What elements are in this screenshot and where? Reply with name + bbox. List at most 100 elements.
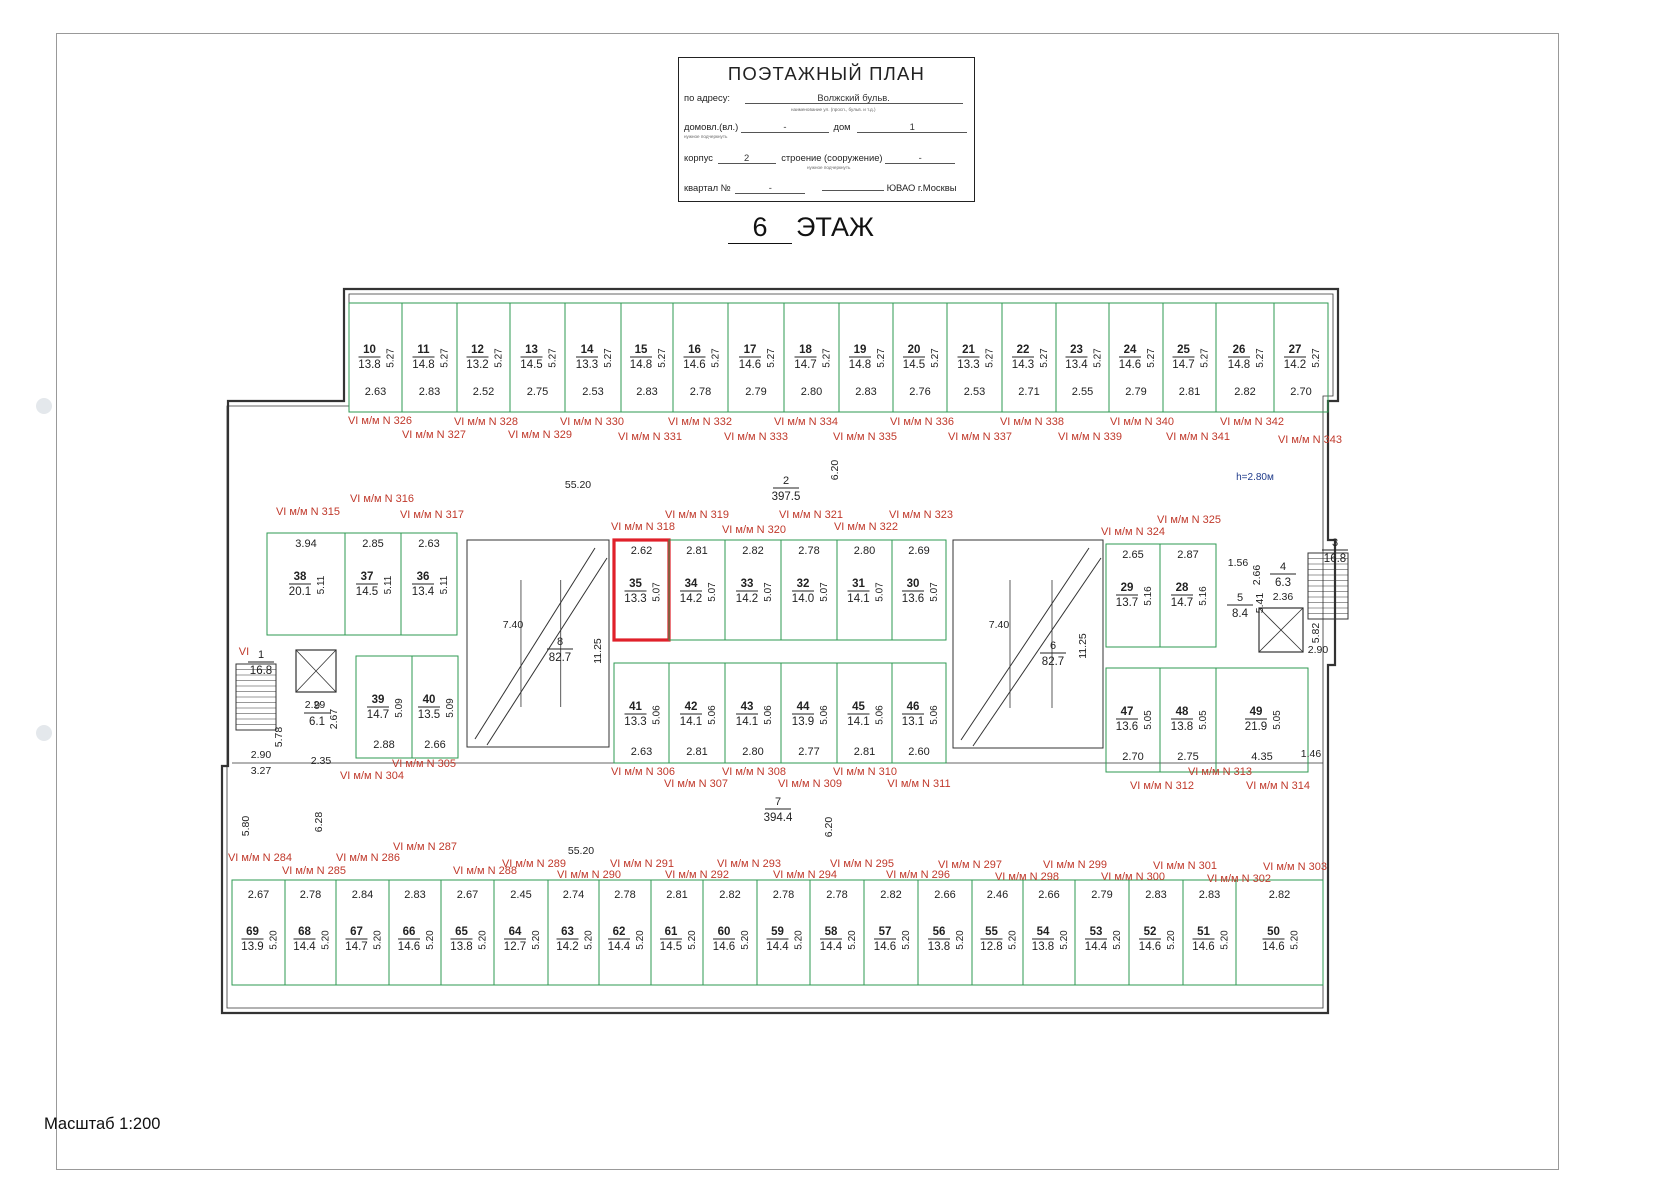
spot-tag-21: VI м/м N 318 [611,521,675,533]
dimension-7: 11.25 [1077,633,1089,659]
parking-spot-22-area: 14.3 [1012,359,1034,371]
parking-spot-11-number: 11 [417,344,430,356]
spot-tag-51: VI м/м N 295 [830,858,894,870]
parking-spot-26-number: 26 [1233,344,1246,356]
parking-spot-27-area: 14.2 [1284,359,1306,371]
spot-tag-37: VI м/м N 312 [1130,780,1194,792]
spot-tag-2: VI м/м N 328 [454,416,518,428]
parking-spot-26-area: 14.8 [1228,359,1250,371]
parking-spot-33-depth: 5.07 [763,582,774,602]
parking-spot-33-area: 14.2 [736,593,758,605]
parking-spot-63-width: 2.74 [563,889,584,901]
parking-spot-38-width: 3.94 [295,538,316,550]
parking-spot-59-width: 2.78 [773,889,794,901]
spot-tag-56: VI м/м N 300 [1101,871,1165,883]
parking-spot-67-number: 67 [350,926,363,938]
spot-tag-6: VI м/м N 332 [668,416,732,428]
parking-spot-39-number: 39 [372,694,385,706]
parking-spot-56-depth: 5.20 [955,930,966,950]
parking-spot-10-number: 10 [363,344,376,356]
parking-spot-34-depth: 5.07 [707,582,718,602]
spot-tag-24: VI м/м N 321 [779,509,843,521]
punch-hole [36,398,52,414]
parking-spot-15-number: 15 [635,344,648,356]
parking-spot-24-area: 14.6 [1119,359,1141,371]
parking-spot-48-width: 2.75 [1177,751,1198,763]
parking-spot-35-number: 35 [629,578,642,590]
parking-spot-57-number: 57 [879,926,892,938]
scale-label: Масштаб 1:200 [44,1115,161,1133]
room-8-area: 82.7 [549,652,571,664]
spot-tag-29: VI м/м N 304 [340,770,404,782]
parking-spot-56-area: 13.8 [928,941,950,953]
parking-spot-19-area: 14.8 [849,359,871,371]
parking-spot-32-depth: 5.07 [819,582,830,602]
parking-spot-50-depth: 5.20 [1290,930,1301,950]
parking-spot-52-number: 52 [1144,926,1157,938]
parking-spot-40-number: 40 [423,694,436,706]
parking-spot-44-width: 2.77 [798,746,819,758]
parking-spot-68-number: 68 [298,926,311,938]
spot-tag-55: VI м/м N 299 [1043,859,1107,871]
parking-spot-67-depth: 5.20 [373,930,384,950]
spot-tag-26: VI м/м N 323 [889,509,953,521]
parking-spot-12-number: 12 [471,344,484,356]
address-value: Волжский бульв. [744,92,963,104]
parking-spot-42-area: 14.1 [680,716,702,728]
parking-spot-54-number: 54 [1037,926,1050,938]
dimension-8: 5.80 [240,816,252,837]
room-9-number: 9 [314,700,320,712]
parking-spot-28-depth: 5.16 [1198,586,1209,606]
korpus-value: 2 [717,152,776,164]
parking-spot-51-area: 14.6 [1192,941,1214,953]
address-row: по адресу: Волжский бульв. [684,92,963,104]
spot-tag-19: VI м/м N 316 [350,493,414,505]
parking-spot-13-number: 13 [525,344,538,356]
parking-spot-69-width: 2.67 [248,889,269,901]
parking-spot-25-width: 2.81 [1179,386,1200,398]
parking-spot-65-area: 13.8 [450,941,472,953]
parking-spot-17-depth: 5.27 [766,348,777,368]
parking-spot-30-area: 13.6 [902,593,924,605]
parking-spot-51-depth: 5.20 [1220,930,1231,950]
parking-spot-14-depth: 5.27 [603,348,614,368]
dimension-11: 2.90 [251,749,272,761]
spot-tag-22: VI м/м N 319 [665,509,729,521]
spot-tag-49: VI м/м N 293 [717,858,781,870]
parking-spot-48-area: 13.8 [1171,721,1193,733]
parking-spot-57-width: 2.82 [880,889,901,901]
parking-spot-39-depth: 5.09 [394,698,405,718]
parking-spot-32-area: 14.0 [792,593,814,605]
spot-tag-60: VI [239,646,249,658]
parking-spot-42-number: 42 [685,701,698,713]
room-1-number: 1 [258,649,264,661]
parking-spot-15-area: 14.8 [630,359,652,371]
parking-spot-30-number: 30 [907,578,920,590]
parking-spot-13-width: 2.75 [527,386,548,398]
parking-spot-68-depth: 5.20 [321,930,332,950]
parking-spot-46-width: 2.60 [908,746,929,758]
parking-spot-17-width: 2.79 [745,386,766,398]
parking-spot-53-depth: 5.20 [1112,930,1123,950]
parking-spot-64-area: 12.7 [504,941,526,953]
parking-spot-25-number: 25 [1177,344,1190,356]
parking-spot-41-depth: 5.06 [652,705,663,725]
parking-spot-66-depth: 5.20 [425,930,436,950]
room-1-area: 16.8 [250,665,272,677]
parking-spot-58-number: 58 [825,926,838,938]
parking-spot-40-depth: 5.09 [445,698,456,718]
parking-spot-61-number: 61 [665,926,678,938]
parking-spot-43-depth: 5.06 [763,705,774,725]
parking-spot-29-width: 2.65 [1122,549,1143,561]
parking-spot-63-depth: 5.20 [584,930,595,950]
parking-spot-18-area: 14.7 [794,359,816,371]
parking-spot-10-area: 13.8 [358,359,380,371]
domovl-row: домовл.(вл.) - дом 1 [684,121,968,133]
parking-spot-43-number: 43 [741,701,754,713]
parking-spot-45-depth: 5.06 [875,705,886,725]
spot-tag-27: VI м/м N 324 [1101,526,1165,538]
parking-spot-30-width: 2.69 [908,545,929,557]
parking-spot-52-depth: 5.20 [1166,930,1177,950]
parking-spot-31-width: 2.80 [854,545,875,557]
parking-spot-50-number: 50 [1267,926,1280,938]
